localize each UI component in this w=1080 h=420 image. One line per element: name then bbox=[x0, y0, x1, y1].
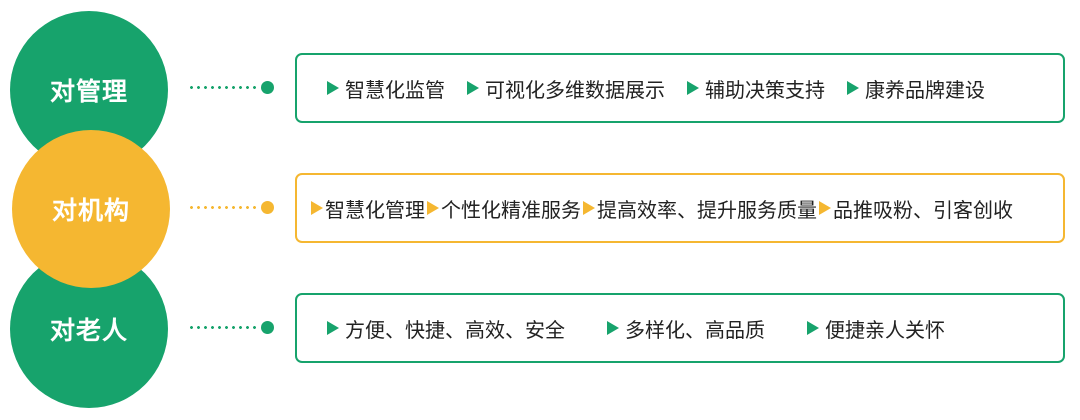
circle-institution: 对机构 bbox=[12, 130, 170, 288]
feature-item: 多样化、高品质 bbox=[607, 314, 765, 343]
dot-icon bbox=[261, 201, 274, 214]
features-box-management: 智慧化监管 可视化多维数据展示 辅助决策支持 康养品牌建设 bbox=[295, 53, 1065, 123]
triangle-right-icon bbox=[687, 81, 699, 95]
circle-label-elderly: 对老人 bbox=[49, 316, 128, 345]
feature-text: 便捷亲人关怀 bbox=[825, 317, 945, 342]
triangle-right-icon bbox=[427, 201, 439, 215]
feature-item: 方便、快捷、高效、安全 bbox=[327, 314, 565, 343]
circle-label-institution: 对机构 bbox=[51, 196, 130, 225]
triangle-right-icon bbox=[807, 321, 819, 335]
connector-institution bbox=[188, 201, 274, 215]
feature-item: 康养品牌建设 bbox=[847, 74, 985, 103]
dotted-line bbox=[188, 206, 258, 209]
triangle-right-icon bbox=[327, 81, 339, 95]
feature-item: 提高效率、提升服务质量 bbox=[583, 194, 817, 223]
triangle-right-icon bbox=[583, 201, 595, 215]
triangle-right-icon bbox=[607, 321, 619, 335]
feature-text: 辅助决策支持 bbox=[705, 77, 825, 102]
dot-icon bbox=[261, 81, 274, 94]
triangle-right-icon bbox=[311, 201, 323, 215]
feature-text: 多样化、高品质 bbox=[625, 317, 765, 342]
dotted-line bbox=[188, 86, 258, 89]
triangle-right-icon bbox=[327, 321, 339, 335]
feature-item: 便捷亲人关怀 bbox=[807, 314, 945, 343]
feature-text: 智慧化监管 bbox=[345, 77, 445, 102]
feature-item: 可视化多维数据展示 bbox=[467, 74, 665, 103]
dotted-line bbox=[188, 326, 258, 329]
features-box-elderly: 方便、快捷、高效、安全 多样化、高品质 便捷亲人关怀 bbox=[295, 293, 1065, 363]
triangle-right-icon bbox=[847, 81, 859, 95]
feature-text: 方便、快捷、高效、安全 bbox=[345, 317, 565, 342]
triangle-right-icon bbox=[467, 81, 479, 95]
circle-label-management: 对管理 bbox=[49, 77, 128, 106]
feature-text: 提高效率、提升服务质量 bbox=[597, 197, 817, 222]
dot-icon bbox=[261, 321, 274, 334]
circle-elderly: 对老人 bbox=[10, 250, 168, 408]
feature-item: 智慧化监管 bbox=[327, 74, 445, 103]
triangle-right-icon bbox=[819, 201, 831, 215]
connector-elderly bbox=[188, 321, 274, 335]
connector-management bbox=[188, 81, 274, 95]
feature-text: 康养品牌建设 bbox=[865, 77, 985, 102]
feature-text: 品推吸粉、引客创收 bbox=[833, 197, 1013, 222]
feature-item: 个性化精准服务 bbox=[427, 194, 581, 223]
features-box-institution: 智慧化管理 个性化精准服务 提高效率、提升服务质量 品推吸粉、引客创收 bbox=[295, 173, 1065, 243]
feature-item: 辅助决策支持 bbox=[687, 74, 825, 103]
feature-text: 可视化多维数据展示 bbox=[485, 77, 665, 102]
feature-item: 智慧化管理 bbox=[311, 194, 425, 223]
feature-item: 品推吸粉、引客创收 bbox=[819, 194, 1013, 223]
feature-text: 智慧化管理 bbox=[325, 197, 425, 222]
feature-text: 个性化精准服务 bbox=[441, 197, 581, 222]
